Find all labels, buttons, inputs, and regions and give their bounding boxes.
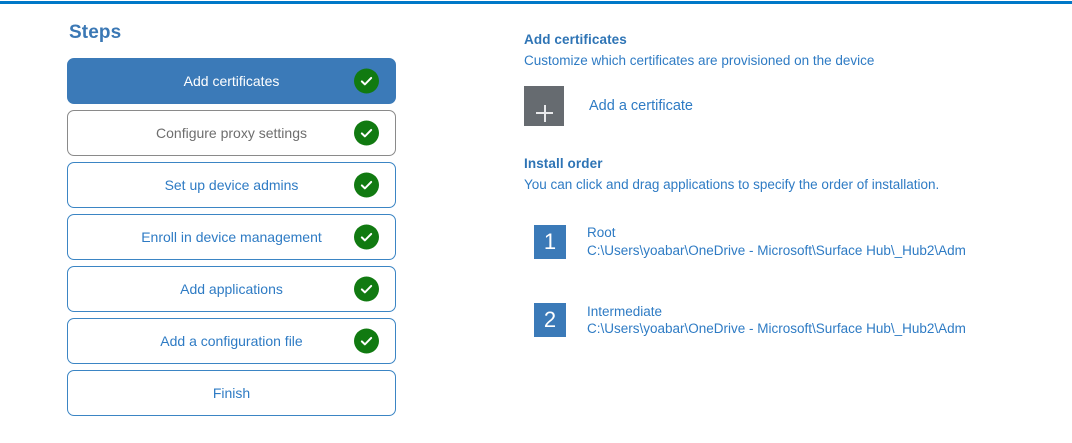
order-number-badge: 1: [534, 224, 566, 259]
step-item-add-applications[interactable]: Add applications: [67, 266, 396, 312]
detail-pane: Add certificates Customize which certifi…: [524, 32, 1044, 381]
step-label: Enroll in device management: [141, 229, 322, 245]
check-circle-icon: [354, 120, 379, 146]
step-label: Add applications: [180, 281, 283, 297]
check-circle-icon: [354, 172, 379, 198]
step-label: Finish: [212, 385, 251, 401]
order-item-path: C:\Users\yoabar\OneDrive - Microsoft\Sur…: [587, 242, 966, 258]
order-item-text: Intermediate C:\Users\yoabar\OneDrive - …: [587, 303, 966, 339]
steps-title: Steps: [69, 22, 122, 43]
order-number-badge: 2: [534, 303, 566, 338]
detail-subtitle: Customize which certificates are provisi…: [524, 53, 875, 68]
install-order-title: Install order: [524, 156, 603, 171]
step-label: Set up device admins: [164, 177, 299, 193]
order-item-name: Root: [587, 225, 616, 240]
step-item-finish[interactable]: Finish: [67, 370, 396, 416]
order-item-text: Root C:\Users\yoabar\OneDrive - Microsof…: [587, 224, 966, 260]
add-certificate-label: Add a certificate: [589, 98, 693, 114]
step-item-configure-proxy-settings[interactable]: Configure proxy settings: [67, 110, 396, 156]
step-item-set-up-device-admins[interactable]: Set up device admins: [67, 162, 396, 208]
steps-panel: Steps Add certificates Configure proxy s…: [67, 22, 397, 422]
step-item-enroll-in-device-management[interactable]: Enroll in device management: [67, 214, 396, 260]
step-item-add-certificates[interactable]: Add certificates: [67, 58, 396, 104]
step-label: Add a configuration file: [160, 333, 303, 349]
check-circle-icon: [354, 224, 379, 250]
install-order-item[interactable]: 1 Root C:\Users\yoabar\OneDrive - Micros…: [524, 224, 966, 260]
check-circle-icon: [354, 276, 379, 302]
top-accent-bar: [0, 1, 1072, 4]
order-item-path: C:\Users\yoabar\OneDrive - Microsoft\Sur…: [587, 321, 966, 337]
step-label: Add certificates: [183, 73, 280, 89]
detail-title: Add certificates: [524, 32, 627, 47]
install-order-subtitle: You can click and drag applications to s…: [524, 177, 940, 192]
check-circle-icon: [354, 328, 379, 354]
step-item-add-a-configuration-file[interactable]: Add a configuration file: [67, 318, 396, 364]
install-order-item[interactable]: 2 Intermediate C:\Users\yoabar\OneDrive …: [524, 303, 966, 339]
install-order-section: Install order You can click and drag app…: [524, 156, 1044, 338]
check-circle-icon: [354, 68, 379, 94]
order-item-name: Intermediate: [587, 303, 663, 319]
step-label: Configure proxy settings: [156, 125, 307, 141]
add-certificate-button[interactable]: Add a certificate: [524, 86, 693, 126]
plus-icon: [524, 86, 564, 126]
install-order-list: 1 Root C:\Users\yoabar\OneDrive - Micros…: [524, 224, 1044, 338]
